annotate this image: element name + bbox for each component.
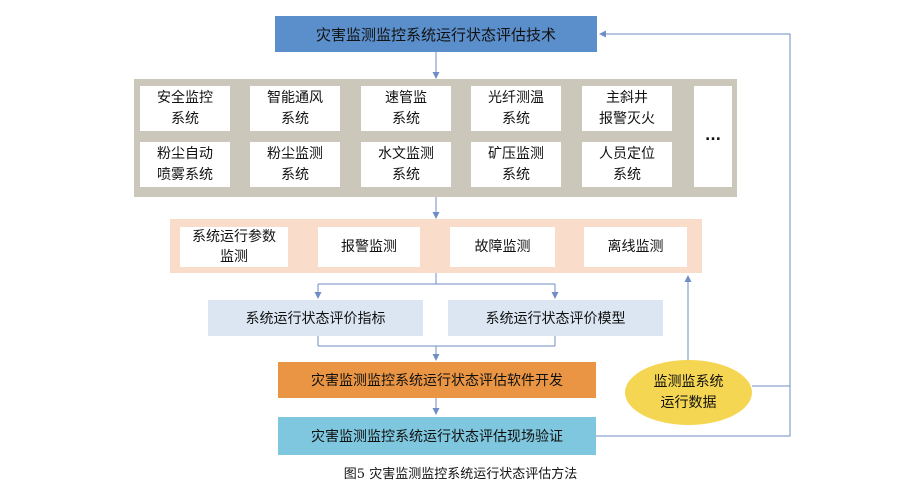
figure-caption-text: 图5 灾害监测监控系统运行状态评估方法 [343, 467, 578, 482]
figure-caption: 图5 灾害监测监控系统运行状态评估方法 [0, 463, 921, 482]
system-box: 粉尘自动 喷雾系统 [140, 142, 230, 187]
monitoring-box: 故障监测 [450, 227, 555, 267]
system-label: 矿压监测 系统 [488, 145, 544, 183]
system-box: 粉尘监测 系统 [250, 142, 340, 187]
system-box: 光纤测温 系统 [471, 86, 561, 131]
system-box: 主斜井 报警灭火 [582, 86, 672, 131]
system-box: 水文监测 系统 [361, 142, 451, 187]
monitoring-label: 系统运行参数 监测 [192, 229, 276, 265]
monitoring-box: 离线监测 [584, 227, 687, 267]
system-box: 安全监控 系统 [140, 86, 230, 131]
monitoring-label: 离线监测 [607, 239, 664, 255]
evaluation-index-box: 系统运行状态评价指标 [208, 300, 423, 336]
ellipsis-text: ... [705, 128, 721, 144]
monitoring-data-label: 监测监系统 运行数据 [653, 373, 724, 411]
monitoring-label: 报警监测 [341, 239, 397, 255]
software-development-label: 灾害监测监控系统运行状态评估软件开发 [311, 373, 563, 389]
system-label: 人员定位 系统 [599, 145, 655, 183]
monitoring-data-ellipse: 监测监系统 运行数据 [625, 360, 752, 425]
monitoring-box: 系统运行参数 监测 [180, 227, 288, 267]
system-label: 安全监控 系统 [157, 89, 213, 127]
evaluation-model-label: 系统运行状态评价模型 [485, 311, 626, 327]
system-box: 矿压监测 系统 [471, 142, 561, 187]
more-systems-box: ... [694, 86, 732, 187]
system-label: 粉尘自动 喷雾系统 [157, 145, 213, 183]
system-box: 人员定位 系统 [582, 142, 672, 187]
system-label: 水文监测 系统 [378, 145, 434, 183]
top-title-box: 灾害监测监控系统运行状态评估技术 [275, 16, 597, 52]
software-development-box: 灾害监测监控系统运行状态评估软件开发 [278, 362, 596, 398]
feedback-loop-line [596, 30, 791, 437]
system-box: 速管监 系统 [361, 86, 451, 131]
system-label: 主斜井 报警灭火 [599, 89, 655, 127]
system-label: 光纤测温 系统 [488, 89, 544, 127]
evaluation-index-label: 系统运行状态评价指标 [245, 311, 386, 327]
evaluation-model-box: 系统运行状态评价模型 [448, 300, 663, 336]
monitoring-label: 故障监测 [474, 239, 531, 255]
system-label: 智能通风 系统 [267, 89, 323, 127]
system-label: 粉尘监测 系统 [267, 145, 323, 183]
field-verification-label: 灾害监测监控系统运行状态评估现场验证 [311, 429, 563, 445]
system-box: 智能通风 系统 [250, 86, 340, 131]
field-verification-box: 灾害监测监控系统运行状态评估现场验证 [278, 417, 596, 455]
top-title-text: 灾害监测监控系统运行状态评估技术 [315, 25, 556, 44]
monitoring-box: 报警监测 [318, 227, 420, 267]
system-label: 速管监 系统 [385, 89, 427, 127]
